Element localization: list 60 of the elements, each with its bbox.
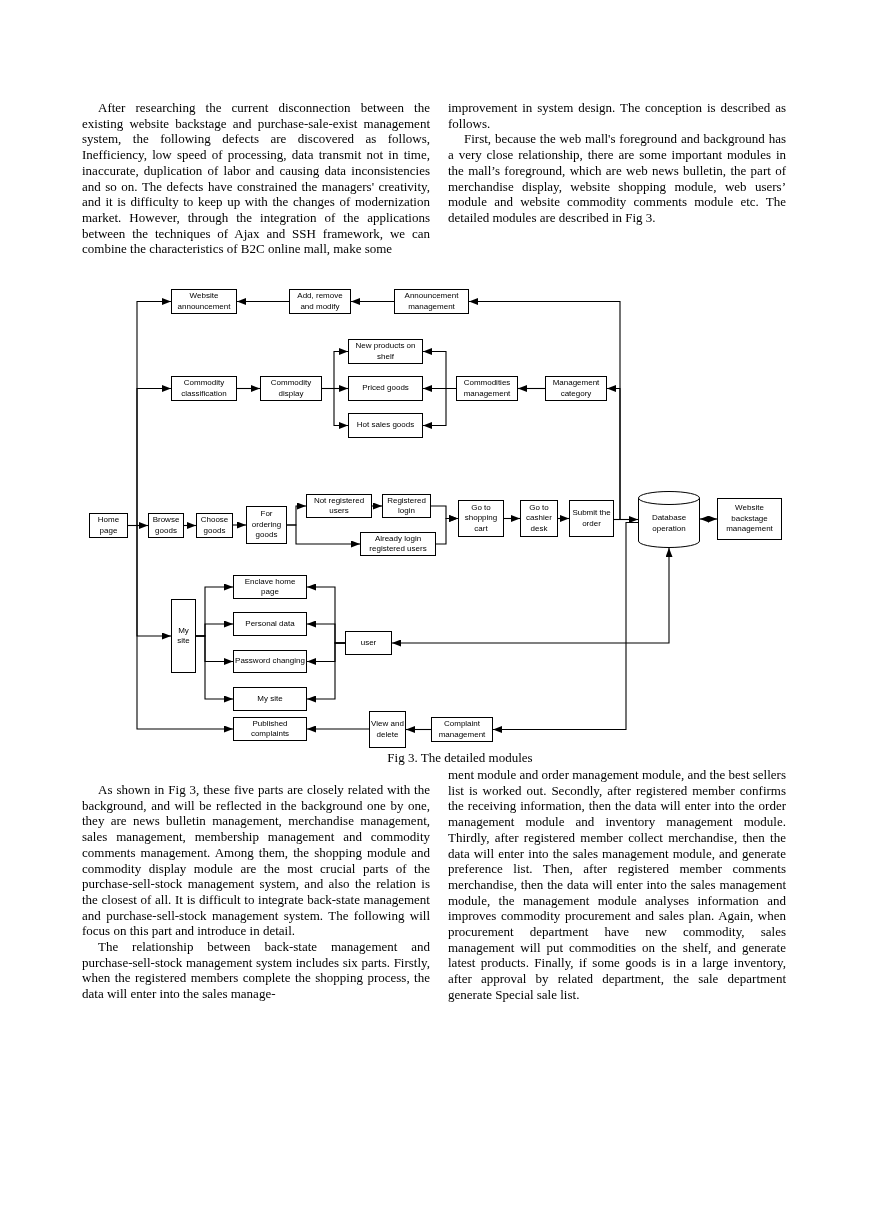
process-box: Priced goods: [348, 376, 423, 401]
arrow: [236, 385, 261, 392]
figure-caption: Fig 3. The detailed modules: [387, 750, 533, 766]
process-box: Go to cashier desk: [520, 500, 558, 537]
arrow: [286, 524, 361, 548]
process-box: Management category: [545, 376, 607, 401]
body-paragraph: As shown in Fig 3, these five parts are closely related with the background, and will be reflected in the background one by one, they are news bulletin management, merchandise management, sales management, membership management and commodity comments management. Among them, the shopping module and commodity display module are the most crucial parts of the purchase-sell-stock management system, and also the relation is the closest of all. It is difficult to integrate back-state management and purchase-sell-stock management system. The following will focus on this part and introduce in detail.: [82, 782, 430, 940]
arrow: [350, 298, 395, 305]
database-cylinder: Database operation: [638, 491, 700, 548]
process-box: Not registered users: [306, 494, 372, 518]
process-box: Browse goods: [148, 513, 184, 538]
arrow: [236, 298, 290, 305]
process-box: View and delete: [369, 711, 406, 748]
arrow: [306, 642, 346, 703]
process-box: Website backstage management: [717, 498, 782, 540]
arrow: [195, 635, 234, 703]
process-box: Commodity classification: [171, 376, 237, 401]
body-paragraph: First, because the web mall's foreground and background has a very close relationship, there are some important modules in the mall’s foreground, which are web news bulletin, the part of merchandise display, website shopping module, web users’ module and website commodity comments module etc. The detailed modules are described in Fig 3.: [448, 131, 786, 226]
process-box: Website announcement: [171, 289, 237, 314]
arrow: [606, 385, 639, 521]
body-paragraph: The relationship between back-state management and purchase-sell-stock management system includes six parts. Firstly, when the registered members complete the shopping process, the data will enter into the sales manage-: [82, 939, 430, 1002]
process-box: Already login registered users: [360, 532, 436, 556]
arrow: [127, 524, 234, 733]
process-box: Published complaints: [233, 717, 307, 741]
arrow: [321, 387, 349, 429]
process-box: user: [345, 631, 392, 655]
process-box: Commodities management: [456, 376, 518, 401]
arrow: [422, 387, 457, 429]
arrow: [517, 385, 546, 392]
arrow: [435, 515, 459, 545]
arrow: [405, 726, 432, 733]
arrow: [557, 515, 570, 522]
arrow: [391, 547, 673, 647]
process-box: Add, remove and modify: [289, 289, 351, 314]
process-box: Password changing: [233, 650, 307, 673]
process-box: Commodity display: [260, 376, 322, 401]
process-box: My site: [171, 599, 196, 673]
body-paragraph: After researching the current disconnection between the existing website backstage and purchase-sale-exist management system, the following defects are discovered as follows, Inefficiency, low speed of processing, data transmit not in time, inaccurate, duplication of labor and causing data inconsistencies and so on. The defects have constrained the managers' creativity, and it is difficulty to keep up with the changes of modernization market. However, through the integration of the applications between the techniques of Ajax and SSH framework, we can combine the characteristics of B2C online mall, make some: [82, 100, 430, 258]
arrow: [503, 515, 521, 522]
process-box: Complaint management: [431, 717, 493, 742]
process-box: Announcement management: [394, 289, 469, 314]
process-box: Submit the order: [569, 500, 614, 537]
process-box: For ordering goods: [246, 506, 287, 544]
process-box: Home page: [89, 513, 128, 538]
arrow: [183, 522, 197, 529]
process-box: Personal data: [233, 612, 307, 636]
process-box: Choose goods: [196, 513, 233, 538]
body-paragraph: improvement in system design. The conception is described as follows.: [448, 100, 786, 132]
process-box: Enclave home page: [233, 575, 307, 599]
arrow: [232, 521, 247, 529]
process-box: Go to shopping cart: [458, 500, 504, 537]
body-paragraph: ment module and order management module, and the best sellers list is worked out. Secondly, after registered member confirms the receiving information, then the data will enter into the order management module and inventory management module. Thirdly, after registered member collect merchandise, then the data will enter into the sales management module, and generate preference list. Then, after registered member comments merchandise, then the data will enter into the sales management module, the management module analyses information and improves commodity procurement and sales plan. Again, when procurement department have new commodity, sales management will put commodities on the shelf, and generate latest products. Finally, if some goods is in a large inventory, after approval by related department, the sale department generate Special sale list.: [448, 767, 786, 1003]
process-box: My site: [233, 687, 307, 711]
arrow: [371, 502, 383, 510]
process-box: Hot sales goods: [348, 413, 423, 438]
process-box: New products on shelf: [348, 339, 423, 364]
process-box: Registered login: [382, 494, 431, 518]
arrow: [306, 725, 370, 733]
arrow: [699, 515, 718, 523]
arrow: [492, 521, 639, 733]
